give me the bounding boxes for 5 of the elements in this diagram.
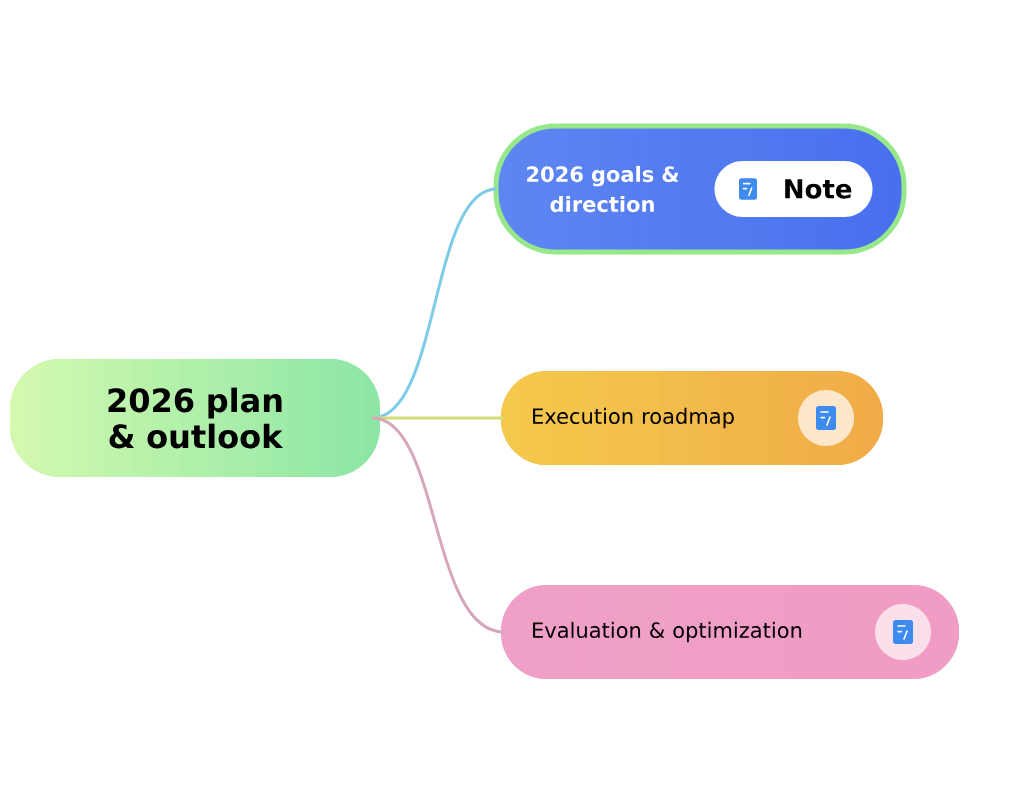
branch-box: Execution roadmap — [501, 371, 883, 465]
topic-box: 2026 plan & outlook — [10, 359, 380, 477]
branch-line — [371, 187, 497, 420]
branch-box: Evaluation & optimization — [501, 585, 959, 679]
branch-line — [371, 416, 505, 634]
